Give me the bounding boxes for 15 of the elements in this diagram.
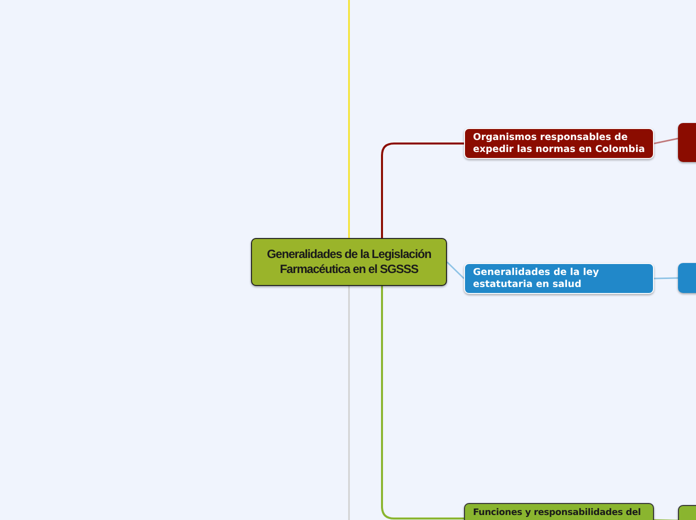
connector-line [348, 286, 350, 520]
topic-text: Organismos responsables de expedir las normas en Colombia [473, 132, 645, 156]
topic-text: Generalidades de la ley estatutaria en salud [473, 266, 600, 290]
topic-text: Generalidades de la Legislación Farmacéutica en el SGSSS [266, 247, 432, 277]
topic-box [464, 128, 654, 159]
central-topic-box [251, 238, 447, 286]
connector-line [654, 277, 678, 280]
connector-line [348, 0, 350, 238]
connector-line [381, 286, 464, 520]
topic-box [464, 263, 654, 294]
connector-line [654, 138, 678, 144]
connector-line [381, 142, 464, 238]
connector-line [654, 519, 678, 520]
topic-text: Funciones y responsabilidades del [473, 507, 641, 519]
connector-line [446, 261, 465, 280]
